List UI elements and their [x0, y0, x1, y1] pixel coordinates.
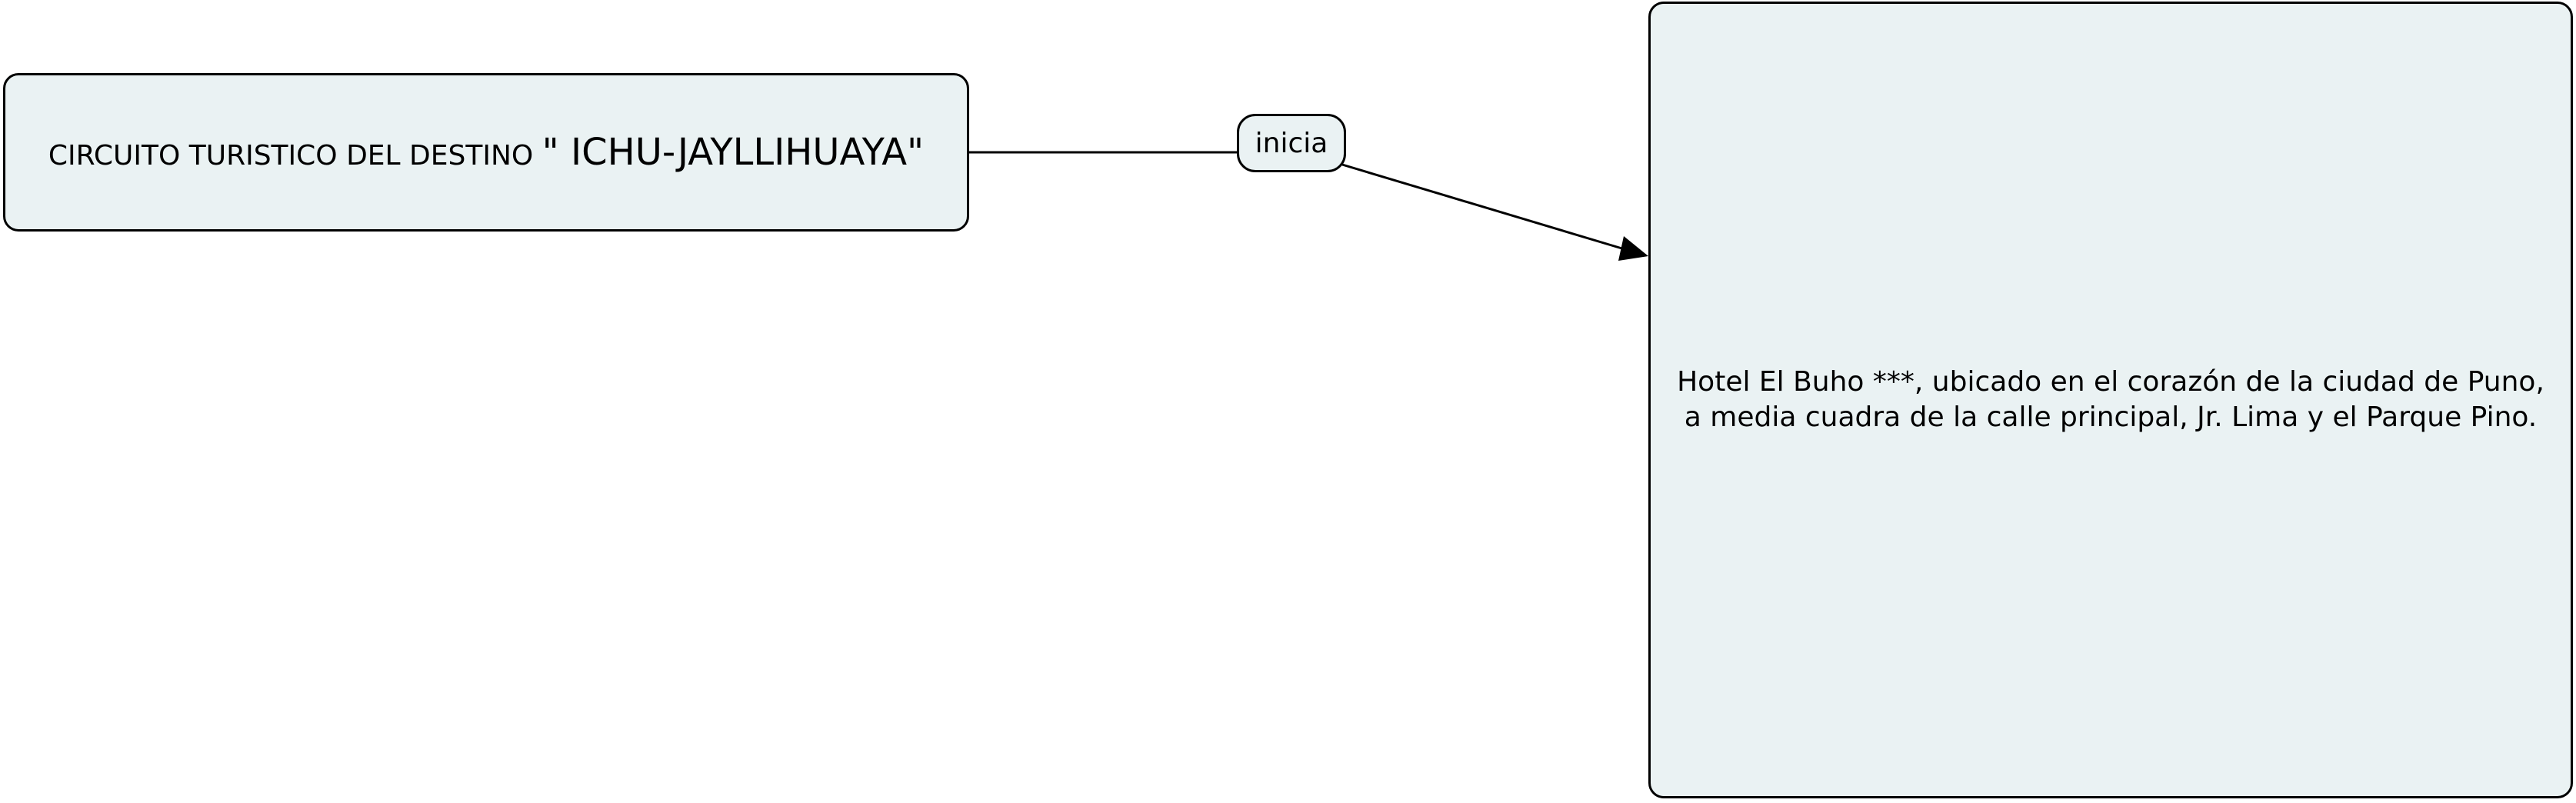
target-concept-line-2: a media cuadra de la calle principal, Jr…	[1684, 402, 2538, 433]
link-label-node[interactable]: inicia	[1237, 114, 1346, 172]
source-concept-node[interactable]: CIRCUITO TURISTICO DEL DESTINO " ICHU-JA…	[3, 73, 969, 232]
target-concept-node[interactable]: Hotel El Buho ***, ubicado en el corazón…	[1648, 2, 2573, 798]
target-concept-text: Hotel El Buho ***, ubicado en el corazón…	[1677, 365, 2544, 435]
source-concept-prefix: CIRCUITO TURISTICO DEL DESTINO	[48, 140, 542, 172]
source-concept-text: CIRCUITO TURISTICO DEL DESTINO " ICHU-JA…	[48, 131, 924, 174]
target-concept-line-1: Hotel El Buho ***, ubicado en el corazón…	[1677, 366, 2544, 398]
connector-label-to-target	[1341, 163, 1625, 251]
source-concept-name: " ICHU-JAYLLIHUAYA"	[542, 131, 925, 174]
link-label-text: inicia	[1255, 127, 1328, 159]
arrowhead	[1618, 236, 1648, 261]
